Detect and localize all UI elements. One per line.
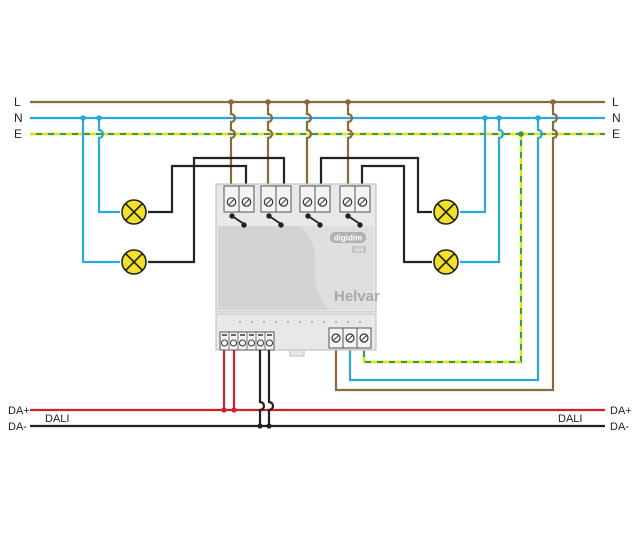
- lamp-icon: [433, 249, 459, 275]
- svg-text:digidim: digidim: [334, 234, 362, 243]
- label-da-plus-right: DA+: [610, 405, 632, 417]
- lamp-icon: [433, 199, 459, 225]
- live-junctions: [228, 99, 556, 105]
- relay-contact-icon: [266, 213, 284, 228]
- svg-text:454: 454: [355, 248, 364, 254]
- screw-terminal-icon: [221, 339, 228, 347]
- label-L-left: L: [14, 95, 21, 109]
- relay-terminal-4: [339, 185, 371, 213]
- label-da-plus-left: DA+: [8, 405, 30, 417]
- mains-terminal-block: [328, 327, 372, 349]
- label-dali-left: DALI: [45, 413, 69, 425]
- relay-terminal-3: [299, 185, 331, 213]
- relay-contact-icon: [305, 213, 323, 228]
- label-da-minus-left: DA-: [8, 421, 27, 433]
- dali-bus: [30, 350, 605, 428]
- label-E-left: E: [14, 127, 22, 141]
- earth-drop: [362, 134, 523, 364]
- digidim-logo: digidim 454: [330, 232, 366, 254]
- label-E-right: E: [612, 127, 620, 141]
- screw-terminal-icon: [257, 339, 264, 347]
- dali-junctions: [221, 407, 272, 429]
- relay-terminal-1: [223, 185, 255, 213]
- screw-terminal-icon: [239, 339, 246, 347]
- relay-contact-icon: [229, 213, 247, 228]
- neutral-drops: [81, 118, 544, 382]
- dali-terminal-block: [219, 331, 275, 351]
- live-drops: [229, 102, 559, 392]
- brand-label: Helvar: [334, 288, 380, 305]
- relay-terminal-2: [260, 185, 292, 213]
- label-da-minus-right: DA-: [610, 421, 629, 433]
- relay-contact-icon: [345, 213, 363, 228]
- screw-terminal-icon: [248, 339, 255, 347]
- top-terminals: [223, 185, 371, 213]
- screw-terminal-icon: [266, 339, 273, 347]
- switched-outputs: [148, 156, 432, 264]
- screw-terminal-icon: [230, 339, 237, 347]
- neutral-junctions: [80, 115, 541, 121]
- lamps: [121, 199, 459, 275]
- label-dali-right: DALI: [558, 413, 582, 425]
- din-clip: [289, 349, 305, 357]
- earth-junction: [518, 131, 524, 137]
- label-L-right: L: [612, 95, 619, 109]
- lamp-icon: [121, 249, 147, 275]
- label-N-left: N: [14, 111, 23, 125]
- relay-unit: digidim 454 Helvar: [215, 183, 380, 357]
- vent-dots: [238, 320, 362, 324]
- relay-contacts: [229, 213, 363, 228]
- supply-rails: [30, 100, 605, 136]
- lamp-icon: [121, 199, 147, 225]
- label-N-right: N: [612, 111, 621, 125]
